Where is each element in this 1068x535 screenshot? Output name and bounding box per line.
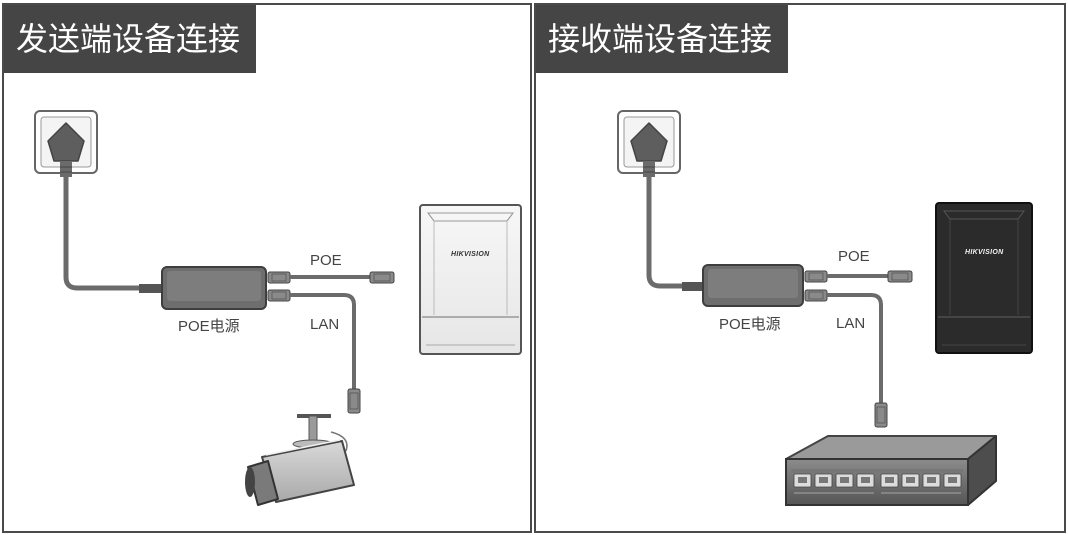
wall-outlet-icon [617, 110, 681, 177]
ip-camera-icon [245, 414, 355, 506]
poe-port-label: POE [310, 252, 342, 269]
receiver-panel-title: 接收端设备连接 [536, 5, 789, 73]
transmitter-panel: POE电源 POE LAN HIK [2, 3, 532, 533]
cpe-brand-label: HIKVISION [965, 249, 1004, 256]
receiver-diagram: POE电源 POE LAN HIKVISION [617, 110, 1033, 506]
lan-port-label: LAN [836, 315, 865, 332]
poe-power-adapter-icon [139, 266, 267, 310]
lan-port-label: LAN [310, 316, 339, 333]
transmitter-diagram: POE电源 POE LAN HIK [34, 110, 522, 506]
receiver-panel: POE电源 POE LAN HIKVISION [534, 3, 1066, 533]
poe-cable [267, 271, 395, 284]
cpe-device-icon: HIKVISION [935, 202, 1033, 354]
power-cable [646, 174, 685, 289]
transmitter-panel-title: 发送端设备连接 [4, 5, 257, 73]
cpe-device-icon: HIKVISION [419, 204, 522, 355]
wall-outlet-icon [34, 110, 98, 177]
poe-power-adapter-icon [682, 264, 804, 307]
lan-cable [267, 289, 361, 414]
lan-cable [804, 289, 888, 428]
power-cable [63, 174, 142, 291]
cpe-brand-label: HIKVISION [451, 251, 490, 258]
poe-power-supply-label: POE电源 [719, 316, 781, 333]
poe-power-supply-label: POE电源 [178, 318, 240, 335]
network-switch-icon [785, 435, 997, 506]
poe-cable [804, 270, 913, 283]
poe-port-label: POE [838, 248, 870, 265]
